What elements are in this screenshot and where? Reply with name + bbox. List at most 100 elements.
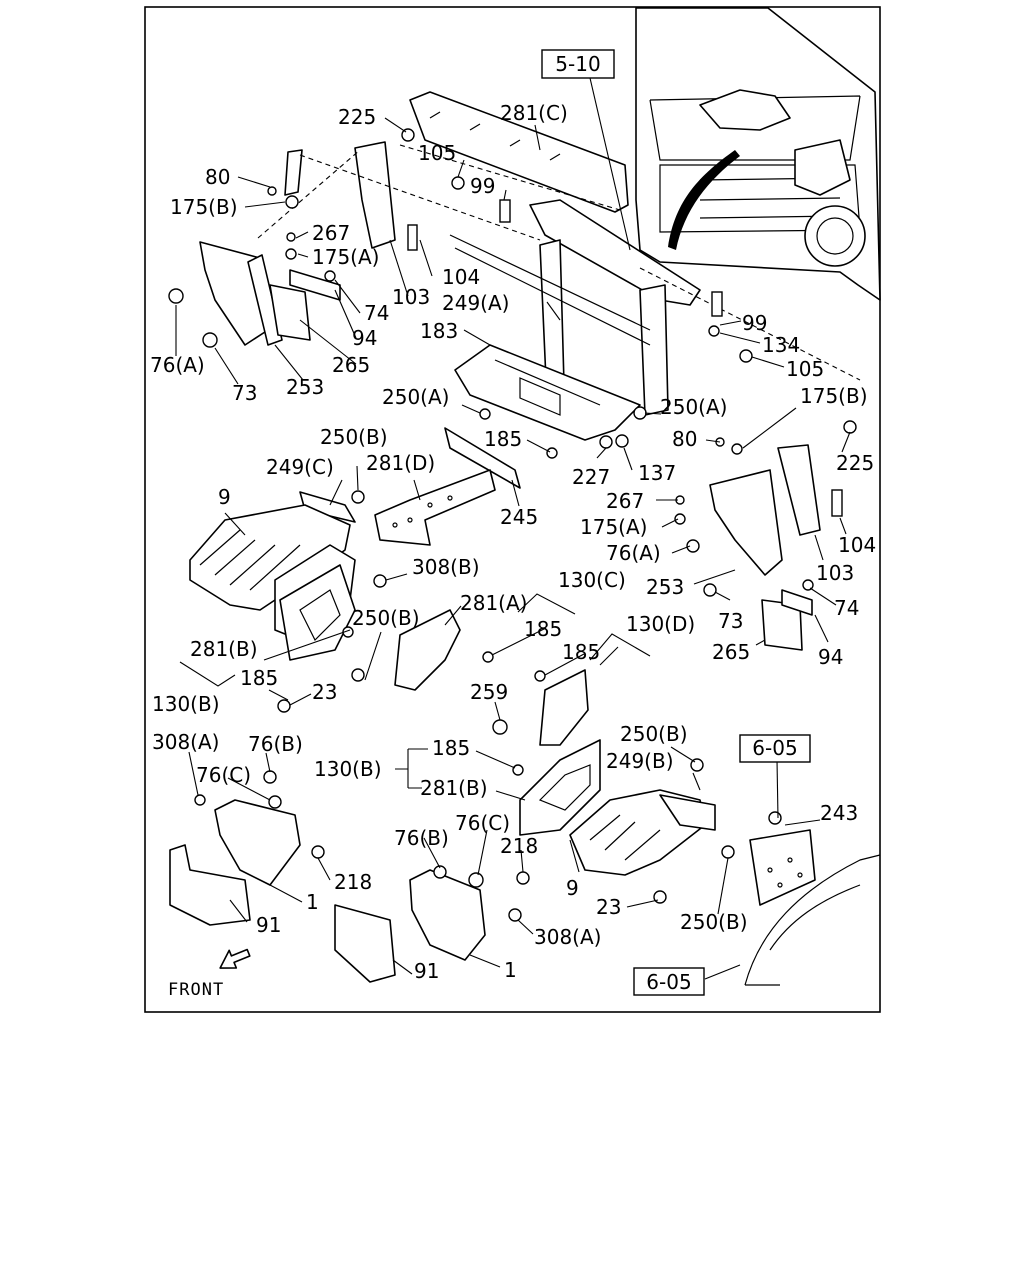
middle-assembly: [169, 427, 881, 986]
fasteners: [168, 128, 857, 922]
front-arrow-icon: [219, 948, 251, 969]
label-76b: 76(B): [248, 732, 303, 756]
label-130b: 130(B): [314, 757, 382, 781]
label-76a: 76(A): [150, 353, 205, 377]
label-99: 99: [742, 311, 767, 335]
label-74: 74: [364, 301, 389, 325]
label-74: 74: [834, 596, 859, 620]
label-281b: 281(B): [420, 776, 488, 800]
label-225: 225: [338, 105, 376, 129]
label-130d: 130(D): [626, 612, 695, 636]
label-250b: 250(B): [620, 722, 688, 746]
label-253: 253: [286, 375, 324, 399]
label-253: 253: [646, 575, 684, 599]
diagram-frame: [144, 6, 881, 1013]
ref-6-05-bottom: 6-05: [646, 970, 691, 994]
label-265: 265: [712, 640, 750, 664]
truck-cab-illustration: [635, 7, 881, 301]
part-103-bracket-left: [354, 141, 396, 249]
label-281a: 281(A): [460, 591, 527, 615]
label-23: 23: [596, 895, 621, 919]
label-281c: 281(C): [500, 101, 568, 125]
wheel-arch-outline: [744, 854, 881, 986]
label-1: 1: [504, 958, 517, 982]
label-218: 218: [500, 834, 538, 858]
ref-box-6-05-bottom: [633, 967, 705, 996]
label-76b: 76(B): [394, 826, 449, 850]
ref-5-10: 5-10: [555, 52, 600, 76]
label-94: 94: [352, 326, 377, 350]
label-104: 104: [442, 265, 480, 289]
part-281d-plate: [374, 469, 496, 546]
label-104: 104: [838, 533, 876, 557]
label-175b: 175(B): [800, 384, 868, 408]
label-185: 185: [484, 427, 522, 451]
label-94: 94: [818, 645, 843, 669]
label-185: 185: [240, 666, 278, 690]
label-73: 73: [232, 381, 257, 405]
label-227: 227: [572, 465, 610, 489]
label-175a: 175(A): [312, 245, 379, 269]
label-105: 105: [786, 357, 824, 381]
label-99: 99: [470, 174, 495, 198]
part-130d-panel: [539, 669, 589, 746]
label-259: 259: [470, 680, 508, 704]
label-80: 80: [672, 427, 697, 451]
label-91: 91: [256, 913, 281, 937]
label-103: 103: [392, 285, 430, 309]
ref-6-05-right: 6-05: [752, 736, 797, 760]
label-308a: 308(A): [534, 925, 601, 949]
ref-box-6-05-right: [739, 734, 811, 763]
ref-box-5-10: [541, 49, 615, 79]
label-281b: 281(B): [190, 637, 258, 661]
label-267: 267: [312, 221, 350, 245]
label-265: 265: [332, 353, 370, 377]
label-218: 218: [334, 870, 372, 894]
part-281a-panel: [394, 609, 461, 691]
label-80: 80: [205, 165, 230, 189]
label-249c: 249(C): [266, 455, 334, 479]
label-73: 73: [718, 609, 743, 633]
label-249a: 249(A): [442, 291, 509, 315]
label-76c: 76(C): [455, 811, 510, 835]
label-185: 185: [562, 640, 600, 664]
label-175a: 175(A): [580, 515, 647, 539]
label-105: 105: [418, 141, 456, 165]
leader-lines: [175, 77, 851, 980]
label-23: 23: [312, 680, 337, 704]
part-243-plate: [749, 829, 816, 906]
label-281d: 281(D): [366, 451, 435, 475]
part-1-bracket-left: [214, 799, 301, 886]
label-9: 9: [218, 485, 231, 509]
label-225: 225: [836, 451, 874, 475]
label-76a: 76(A): [606, 541, 661, 565]
part-281c-plate: [409, 91, 629, 213]
label-134: 134: [762, 333, 800, 357]
label-308a: 308(A): [152, 730, 219, 754]
label-249b: 249(B): [606, 749, 674, 773]
label-9: 9: [566, 876, 579, 900]
label-267: 267: [606, 489, 644, 513]
part-265-plate-left: [269, 284, 311, 341]
label-245: 245: [500, 505, 538, 529]
label-130b: 130(B): [152, 692, 220, 716]
label-185: 185: [524, 617, 562, 641]
part-245-strip: [444, 427, 521, 489]
label-250a: 250(A): [382, 385, 449, 409]
label-308b: 308(B): [412, 555, 480, 579]
label-130c: 130(C): [558, 568, 626, 592]
label-250b: 250(B): [352, 606, 420, 630]
front-label: FRONT: [168, 980, 224, 1000]
part-labels: 225 281(C) 105 80 99 175(B) 267 175(A) 1…: [150, 101, 876, 983]
crossmember: [529, 199, 701, 306]
label-91: 91: [414, 959, 439, 983]
label-243: 243: [820, 801, 858, 825]
upper-assembly: [199, 91, 861, 651]
label-250a: 250(A): [660, 395, 727, 419]
part-281b-panel-center: [519, 739, 601, 836]
label-183: 183: [420, 319, 458, 343]
label-175b: 175(B): [170, 195, 238, 219]
label-1: 1: [306, 890, 319, 914]
label-76c: 76(C): [196, 763, 251, 787]
